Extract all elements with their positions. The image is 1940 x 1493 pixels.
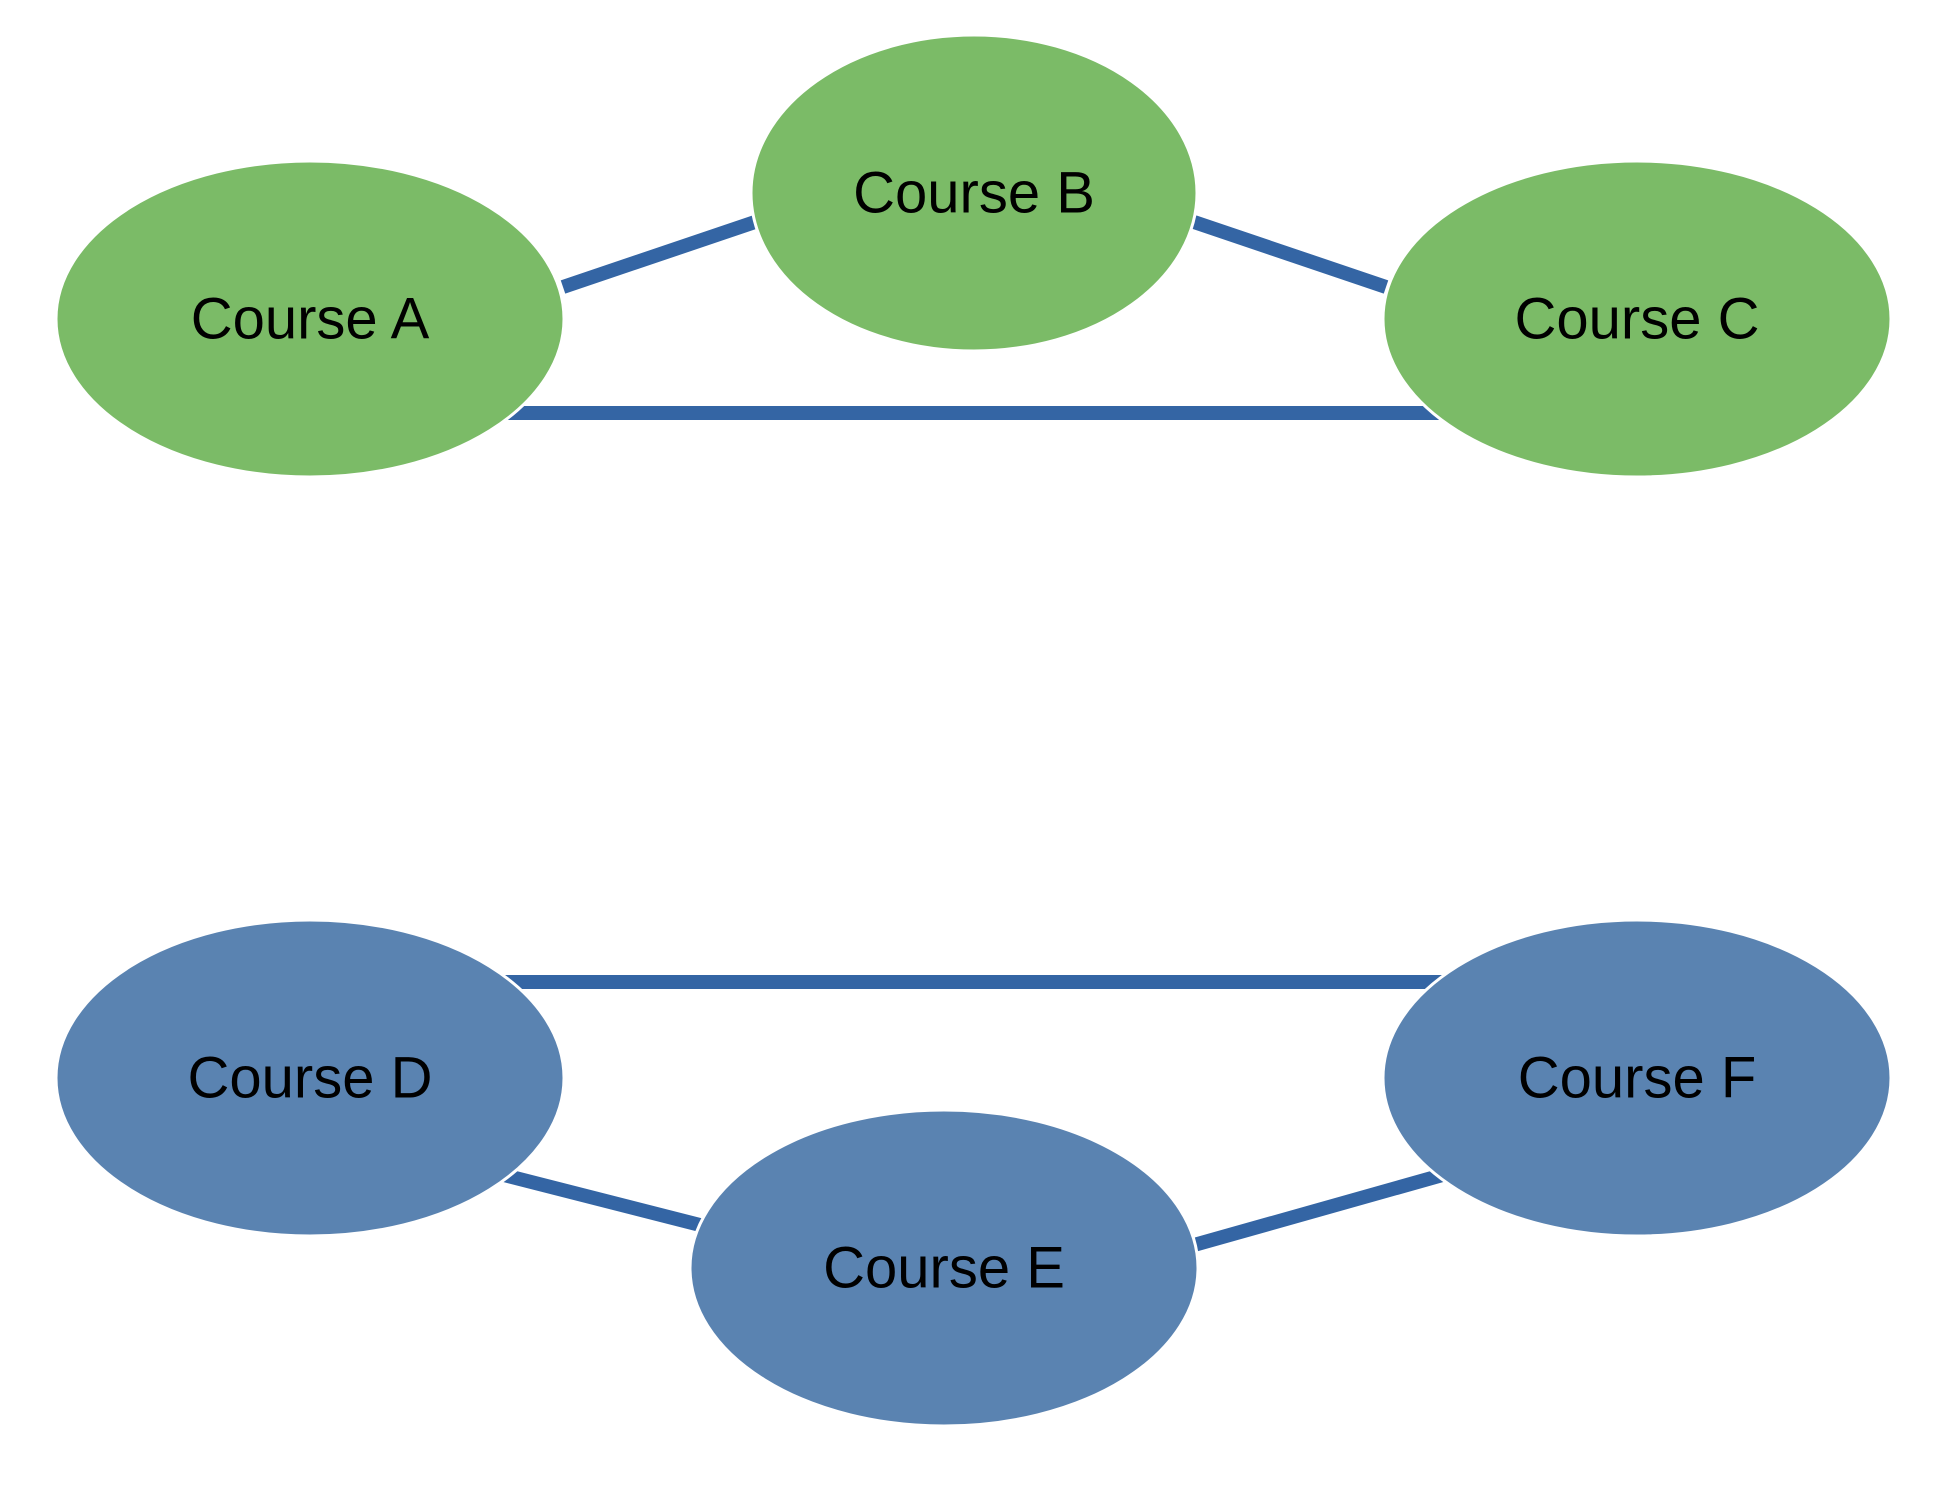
node-course-c[interactable]: Course C bbox=[1381, 159, 1893, 479]
node-course-e-label: Course E bbox=[823, 1236, 1065, 1301]
edge-e-f bbox=[1192, 1167, 1448, 1252]
edges-layer bbox=[498, 215, 1448, 1252]
node-course-e-shape bbox=[688, 1108, 1200, 1428]
edge-a-b bbox=[560, 215, 758, 294]
nodes-layer: Course A Course B Course C Course D Cour… bbox=[54, 33, 1893, 1428]
node-course-f-shape bbox=[1381, 918, 1893, 1238]
node-course-c-shape bbox=[1381, 159, 1893, 479]
node-course-b[interactable]: Course B bbox=[749, 33, 1199, 353]
node-course-e[interactable]: Course E bbox=[688, 1108, 1200, 1428]
node-course-f[interactable]: Course F bbox=[1381, 918, 1893, 1238]
node-course-f-label: Course F bbox=[1518, 1046, 1757, 1111]
node-course-d-shape bbox=[54, 918, 566, 1238]
edge-b-c bbox=[1191, 215, 1389, 294]
node-course-c-label: Course C bbox=[1515, 287, 1760, 352]
edge-d-e bbox=[498, 1167, 702, 1232]
node-course-d-label: Course D bbox=[188, 1046, 433, 1111]
node-course-d[interactable]: Course D bbox=[54, 918, 566, 1238]
node-course-a-label: Course A bbox=[191, 287, 430, 352]
node-course-b-shape bbox=[749, 33, 1199, 353]
node-course-a[interactable]: Course A bbox=[54, 159, 566, 479]
node-course-b-label: Course B bbox=[853, 161, 1095, 226]
node-course-a-shape bbox=[54, 159, 566, 479]
